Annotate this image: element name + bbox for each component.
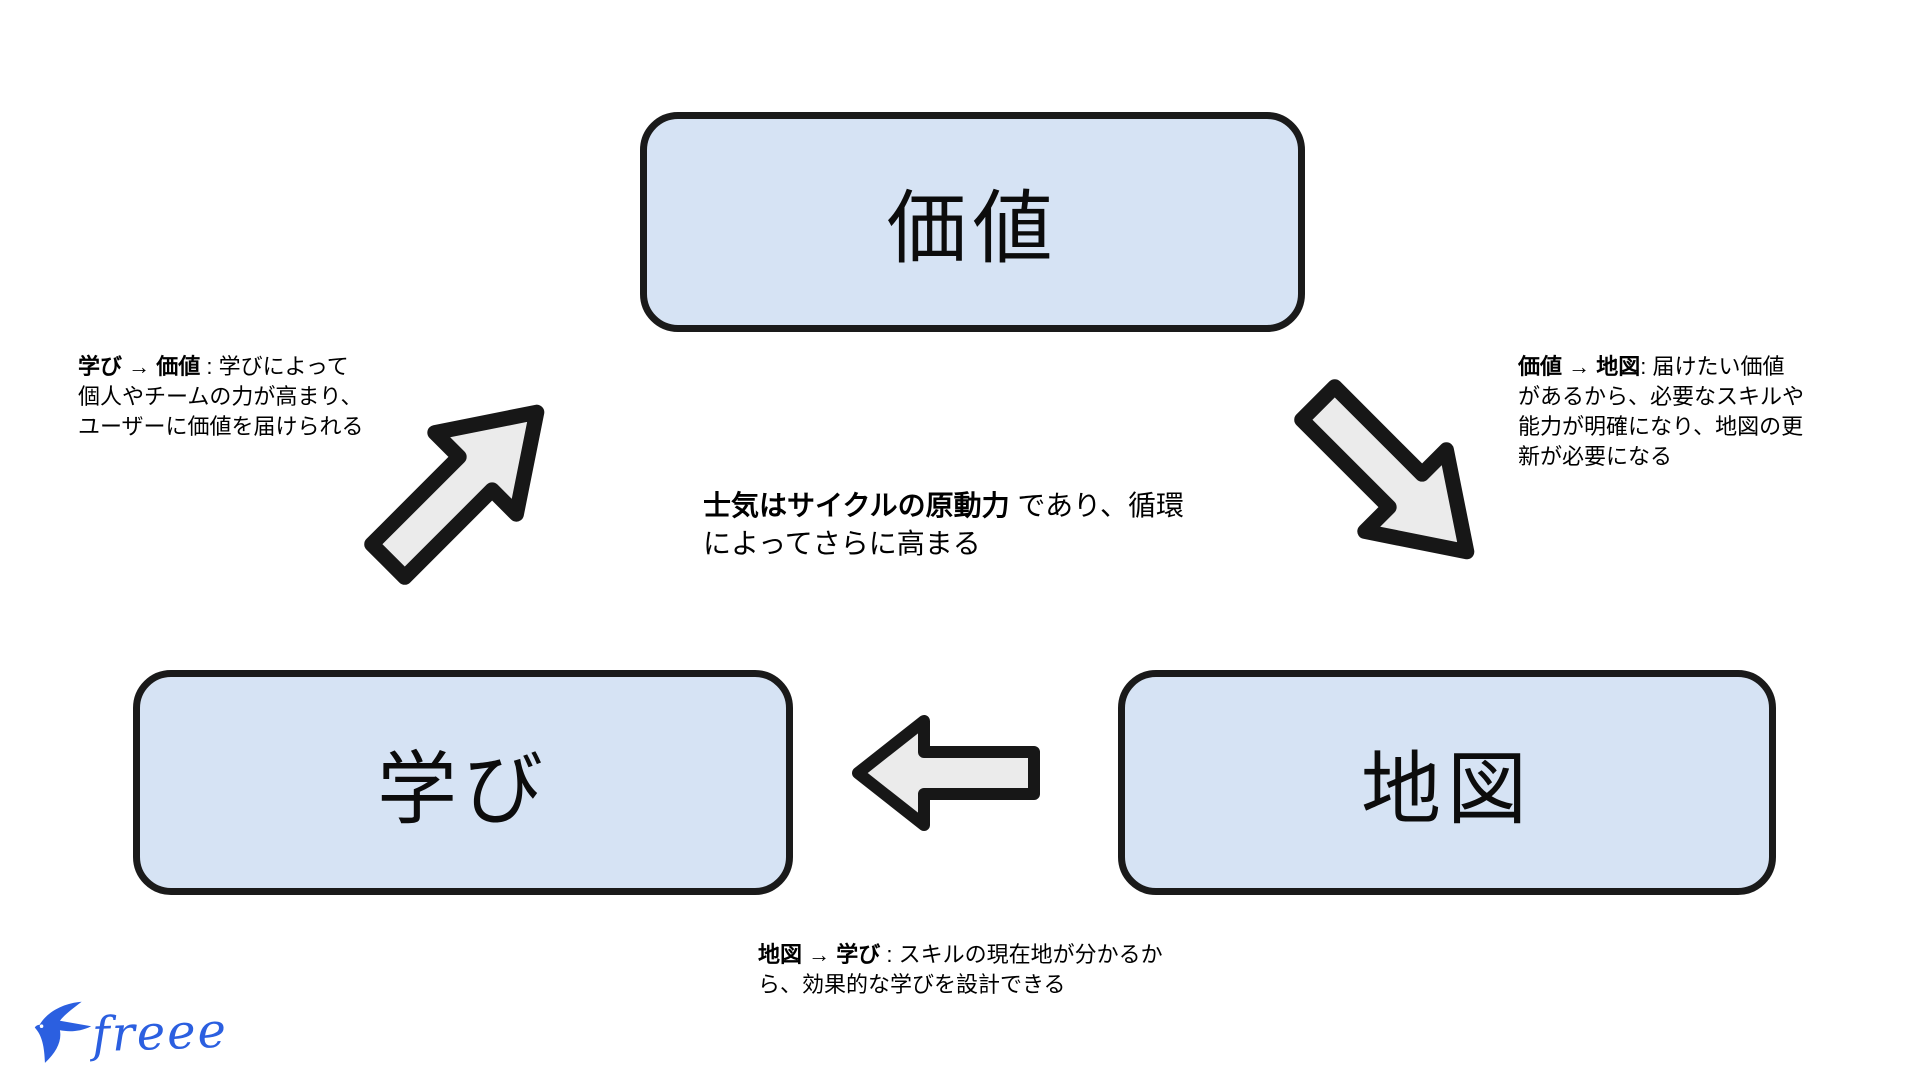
annotation-learning-to-value: 学び → 価値 : 学びによって 個人やチームの力が高まり、 ユーザーに価値を届… [78, 352, 423, 442]
node-map-label: 地図 [1361, 744, 1533, 834]
node-learning: 学び [133, 670, 793, 895]
annotation-value-to-map: 価値 → 地図: 届けたい価値 があるから、必要なスキルや 能力が明確になり、地… [1518, 352, 1898, 472]
freee-swallow-icon [34, 1001, 92, 1063]
node-value: 価値 [640, 112, 1305, 332]
annotation-value-to-map-bold: 価値 → 地図 [1518, 354, 1641, 379]
annotation-map-to-learning-text: : スキルの現在地が分かるか ら、効果的な学びを設計できる [758, 942, 1163, 997]
center-note: 士気はサイクルの原動力 であり、循環 によってさらに高まる [703, 487, 1283, 563]
annotation-learning-to-value-bold: 学び → 価値 [78, 354, 201, 379]
annotation-learning-to-value-text: : 学びによって 個人やチームの力が高まり、 ユーザーに価値を届けられる [78, 354, 364, 439]
node-learning-label: 学び [377, 744, 549, 834]
arrow-down-right-icon [1294, 379, 1475, 560]
arrow-left-icon [852, 715, 1040, 831]
center-note-text: であり、循環 によってさらに高まる [703, 490, 1184, 559]
arrow-up-right-icon [364, 404, 545, 585]
annotation-map-to-learning: 地図 → 学び : スキルの現在地が分かるか ら、効果的な学びを設計できる [758, 940, 1248, 1000]
annotation-map-to-learning-bold: 地図 → 学び [758, 942, 881, 967]
node-map: 地図 [1118, 670, 1776, 895]
center-note-bold: 士気はサイクルの原動力 [703, 490, 1010, 521]
node-value-label: 価値 [886, 184, 1059, 273]
freee-logo: freee [30, 998, 229, 1068]
annotation-value-to-map-text: : 届けたい価値 があるから、必要なスキルや 能力が明確になり、地図の更 新が必… [1518, 354, 1805, 469]
freee-wordmark: freee [91, 1002, 229, 1064]
